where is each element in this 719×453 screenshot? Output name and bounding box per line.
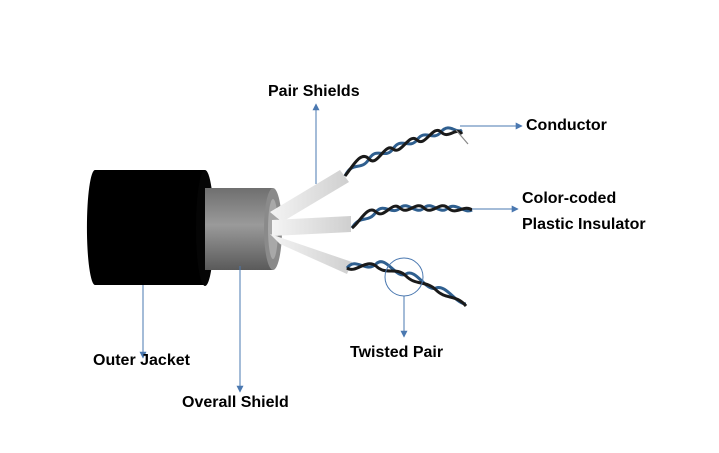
label-insulator-line2: Plastic Insulator <box>522 216 646 233</box>
label-outer-jacket: Outer Jacket <box>93 352 190 369</box>
label-conductor: Conductor <box>526 117 607 134</box>
label-insulator-line1: Color-coded <box>522 190 617 207</box>
twisted-pair-bottom <box>345 260 468 308</box>
label-twisted-pair: Twisted Pair <box>350 344 444 361</box>
label-overall-shield: Overall Shield <box>182 394 289 411</box>
twisted-pair-middle <box>350 204 473 230</box>
label-insulator: Color-coded Plastic Insulator <box>522 186 646 238</box>
overall-shield <box>205 188 282 270</box>
label-pair-shields: Pair Shields <box>268 83 360 100</box>
outer-jacket <box>86 170 214 286</box>
twisted-pair-top <box>343 126 469 177</box>
pair-shields <box>270 170 352 274</box>
